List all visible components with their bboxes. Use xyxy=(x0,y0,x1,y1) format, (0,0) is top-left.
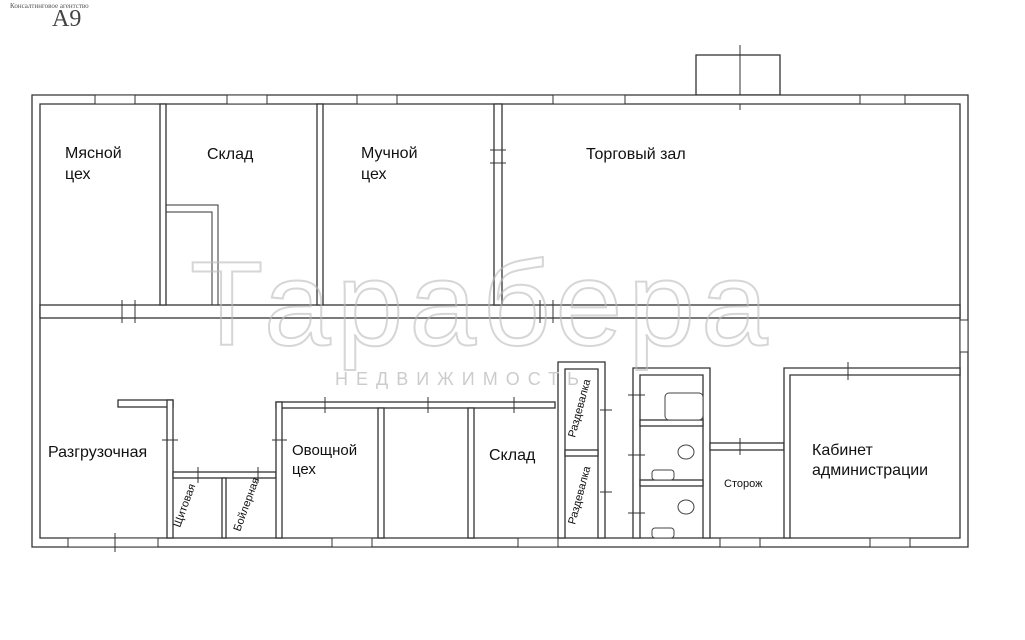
wall xyxy=(275,401,556,409)
door-marks xyxy=(114,149,849,552)
agency-label: Консалтинговое агентство xyxy=(10,2,89,10)
wall xyxy=(159,103,167,306)
toilet-icon xyxy=(677,499,695,515)
wall xyxy=(166,399,174,539)
room-label-hall: Торговый зал xyxy=(586,146,686,163)
windows xyxy=(67,94,969,548)
shower-icon xyxy=(664,392,704,421)
wall xyxy=(709,442,785,451)
wall xyxy=(467,407,475,539)
wall xyxy=(639,479,704,487)
room-label-vegetable-2: цех xyxy=(292,461,316,478)
room-label-meat-2: цех xyxy=(65,166,91,183)
wc-block xyxy=(632,367,711,539)
wall xyxy=(316,103,324,306)
wall xyxy=(493,103,503,306)
room-label-locker-2: Раздевалка xyxy=(566,464,593,526)
sink-icon xyxy=(651,527,675,539)
locker-block xyxy=(557,361,606,539)
room-label-flour: Мучной xyxy=(361,145,418,162)
wall xyxy=(172,471,277,479)
storage-closet xyxy=(166,204,219,305)
toilet-icon xyxy=(677,444,695,460)
watermark-subtitle: НЕДВИЖИМОСТЬ xyxy=(335,369,587,389)
wall xyxy=(275,401,283,539)
wall xyxy=(117,399,174,408)
room-label-office-2: администрации xyxy=(812,462,928,479)
room-label-storage: Склад xyxy=(207,146,254,163)
wall xyxy=(377,407,385,539)
room-label-switchboard: Щитовая xyxy=(172,482,199,529)
outer-wall xyxy=(31,94,969,548)
room-label-storage-2: Склад xyxy=(489,447,536,464)
wall xyxy=(221,477,227,539)
room-label-vegetable: Овощной xyxy=(292,442,357,459)
office-wall xyxy=(783,367,961,539)
annex xyxy=(695,54,781,96)
room-label-unloading: Разгрузочная xyxy=(48,444,147,461)
room-label-guard: Сторож xyxy=(724,478,763,490)
plan-code: А9 xyxy=(52,6,82,32)
room-label-meat: Мясной xyxy=(65,145,122,162)
room-label-office: Кабинет xyxy=(812,442,874,459)
sink-icon xyxy=(651,469,675,481)
wall xyxy=(639,419,704,427)
wall xyxy=(564,449,599,457)
watermark-logo: Тарабера xyxy=(190,237,774,371)
room-label-flour-2: цех xyxy=(361,166,387,183)
room-label-boiler: Бойлерная xyxy=(232,476,263,533)
